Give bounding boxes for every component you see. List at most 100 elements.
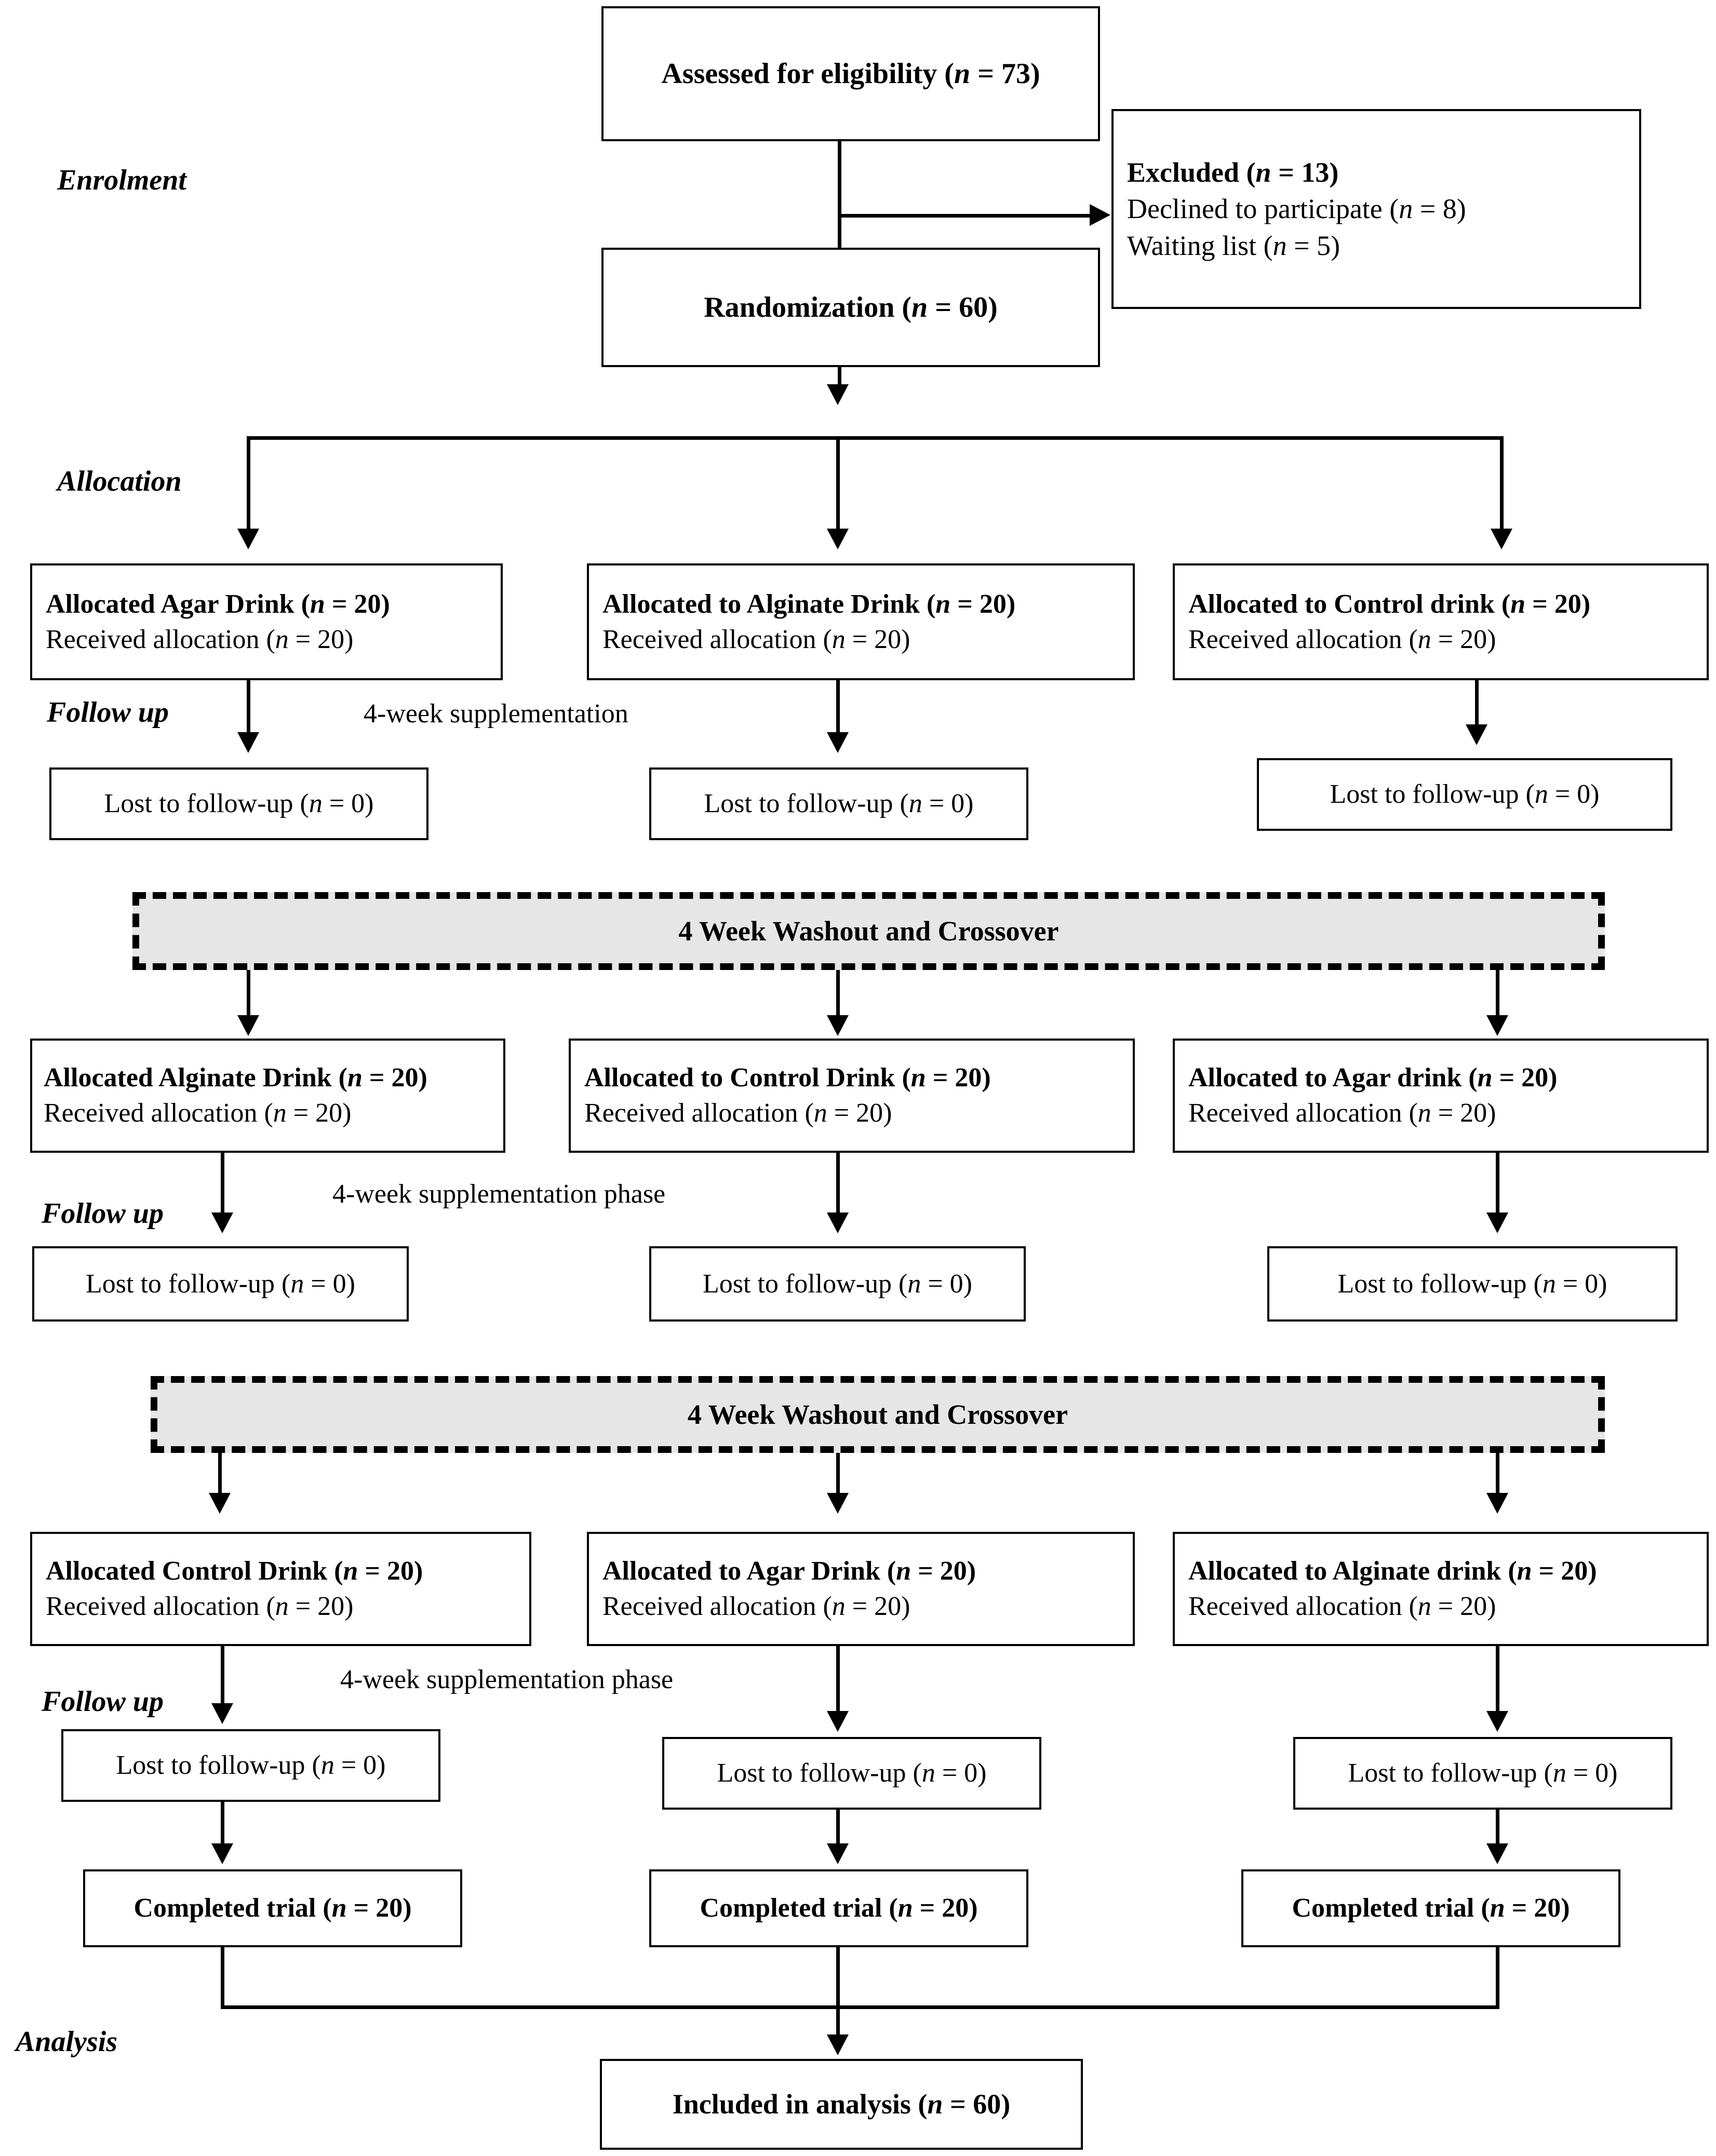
alloc-p1c2-title: Allocated to Alginate Drink ( (602, 589, 936, 619)
lost-p1c2-label: Lost to follow-up ( (704, 789, 909, 819)
connector-p3c2-to-lost (836, 1646, 840, 1721)
connector-to-excluded (838, 214, 1095, 218)
alloc-p1c1-received-value: = 20) (288, 624, 354, 654)
lost-p3c2-n-symbol: n (921, 1758, 935, 1788)
connector-allocation-bus (247, 436, 1504, 440)
lost-p2c3-value: = 0) (1556, 1269, 1607, 1299)
connector-p2c2-to-lost (836, 1153, 840, 1223)
box-allocation-p1-c1: Allocated Agar Drink (n = 20) Received a… (30, 563, 503, 680)
connector-p1c3-to-lost (1475, 680, 1479, 735)
connector-assessed-down (838, 141, 841, 217)
washout-bar-2: 4 Week Washout and Crossover (151, 1376, 1605, 1453)
box-lost-p3-c3: Lost to follow-up (n = 0) (1293, 1737, 1672, 1810)
box-completed-trial-1: Completed trial (n = 20) (83, 1869, 462, 1947)
alloc-p3c1-received-value: = 20) (288, 1592, 354, 1621)
alloc-p2c2-received-label: Received allocation ( (584, 1098, 814, 1128)
alloc-p3c3-received-n-symbol: n (1417, 1592, 1431, 1621)
arrowhead-to-excluded (1090, 204, 1110, 226)
randomization-label: Randomization ( (704, 291, 912, 324)
arrowhead-randomization-down (827, 384, 849, 405)
alloc-p1c3-received-value: = 20) (1431, 624, 1496, 654)
alloc-p1c1-received-n-symbol: n (275, 624, 289, 654)
analysis-n-symbol: n (927, 2088, 943, 2120)
alloc-p2c3-n-symbol: n (1477, 1063, 1493, 1093)
alloc-p1c3-received-n-symbol: n (1417, 624, 1431, 654)
lost-p2c1-value: = 0) (304, 1269, 355, 1299)
lost-p3c3-n-symbol: n (1552, 1758, 1566, 1788)
alloc-p1c2-n-symbol: n (935, 589, 951, 619)
connector-w1-c3 (1496, 970, 1499, 1027)
analysis-label: Included in analysis ( (672, 2088, 928, 2120)
completed-2-label: Completed trial ( (700, 1893, 898, 1923)
alloc-p3c3-received-label: Received allocation ( (1188, 1592, 1418, 1621)
arrowhead-p3c3-to-lost (1486, 1711, 1508, 1732)
arrowhead-w1-c1 (237, 1015, 259, 1036)
alloc-p3c1-received-n-symbol: n (275, 1592, 289, 1621)
alloc-p2c1-title: Allocated Alginate Drink ( (44, 1063, 347, 1093)
lost-p2c3-n-symbol: n (1542, 1269, 1556, 1299)
connector-p3c3-to-lost (1496, 1646, 1499, 1721)
alloc-p1c2-received-n-symbol: n (832, 624, 846, 654)
alloc-p2c1-received-label: Received allocation ( (44, 1098, 273, 1128)
alloc-p2c1-value: = 20) (362, 1063, 427, 1093)
alloc-p3c1-value: = 20) (358, 1556, 423, 1586)
lost-p2c1-n-symbol: n (290, 1269, 304, 1299)
excluded-reason-2-value: = 5) (1286, 230, 1340, 261)
arrowhead-branch-left (237, 529, 259, 549)
connector-p2c3-to-lost (1496, 1153, 1499, 1223)
alloc-p1c1-title: Allocated Agar Drink ( (46, 589, 310, 619)
box-lost-p3-c1: Lost to follow-up (n = 0) (61, 1729, 440, 1802)
box-completed-trial-3: Completed trial (n = 20) (1241, 1869, 1620, 1947)
box-assessed-for-eligibility: Assessed for eligibility (n = 73) (601, 6, 1100, 141)
lost-p1c3-n-symbol: n (1534, 779, 1548, 810)
alloc-p2c2-value: = 20) (926, 1063, 991, 1093)
alloc-p2c3-value: = 20) (1492, 1063, 1558, 1093)
connector-p1c2-to-lost (836, 680, 840, 743)
connector-down-to-randomization (838, 214, 841, 248)
annotation-supplementation-3: 4-week supplementation phase (340, 1665, 674, 1694)
lost-p3c1-n-symbol: n (320, 1750, 334, 1781)
connector-w2-c1 (218, 1453, 222, 1502)
completed-3-value: = 20) (1505, 1893, 1570, 1923)
stage-label-enrolment: Enrolment (57, 164, 186, 196)
box-lost-p3-c2: Lost to follow-up (n = 0) (662, 1737, 1041, 1810)
arrowhead-lost-p3c2-to-completed (827, 1843, 849, 1864)
lost-p2c2-n-symbol: n (907, 1269, 921, 1299)
box-allocation-p2-c1: Allocated Alginate Drink (n = 20) Receiv… (30, 1039, 505, 1153)
excluded-reason-1-value: = 8) (1413, 193, 1466, 225)
lost-p3c2-value: = 0) (935, 1758, 987, 1788)
connector-completed3-down (1496, 1947, 1499, 2009)
completed-2-value: = 20) (913, 1893, 978, 1923)
alloc-p2c1-n-symbol: n (347, 1063, 363, 1093)
lost-p1c1-label: Lost to follow-up ( (104, 789, 309, 819)
washout-1-label: 4 Week Washout and Crossover (678, 915, 1059, 947)
arrowhead-w1-c3 (1486, 1015, 1508, 1036)
box-randomization: Randomization (n = 60) (601, 248, 1100, 367)
box-lost-p2-c3: Lost to follow-up (n = 0) (1267, 1246, 1678, 1322)
box-excluded: Excluded (n = 13) Declined to participat… (1111, 109, 1641, 309)
box-allocation-p1-c2: Allocated to Alginate Drink (n = 20) Rec… (587, 563, 1135, 680)
washout-bar-1: 4 Week Washout and Crossover (132, 892, 1605, 970)
connector-analysis-bus (221, 2005, 1499, 2009)
alloc-p3c2-value: = 20) (911, 1556, 976, 1586)
stage-label-analysis: Analysis (16, 2026, 118, 2058)
alloc-p2c1-received-value: = 20) (286, 1098, 352, 1128)
arrowhead-w2-c1 (209, 1493, 231, 1514)
arrowhead-p2c2-to-lost (827, 1212, 849, 1233)
alloc-p3c1-received-label: Received allocation ( (46, 1592, 275, 1621)
excluded-reason-1-label: Declined to participate ( (1127, 193, 1399, 225)
alloc-p3c3-received-value: = 20) (1431, 1592, 1496, 1621)
alloc-p2c2-title: Allocated to Control Drink ( (584, 1063, 911, 1093)
box-lost-p2-c2: Lost to follow-up (n = 0) (649, 1246, 1026, 1322)
box-allocation-p3-c2: Allocated to Agar Drink (n = 20) Receive… (587, 1532, 1135, 1646)
alloc-p3c3-value: = 20) (1532, 1556, 1597, 1586)
arrowhead-p3c1-to-lost (211, 1703, 233, 1724)
excluded-reason-2-label: Waiting list ( (1127, 230, 1273, 261)
stage-label-follow-up-2: Follow up (42, 1197, 164, 1230)
box-allocation-p2-c3: Allocated to Agar drink (n = 20) Receive… (1173, 1039, 1709, 1153)
excluded-value: = 13) (1271, 157, 1339, 188)
lost-p1c2-n-symbol: n (908, 789, 922, 819)
arrowhead-p1c1-to-lost (237, 732, 259, 753)
arrowhead-p3c2-to-lost (827, 1711, 849, 1732)
